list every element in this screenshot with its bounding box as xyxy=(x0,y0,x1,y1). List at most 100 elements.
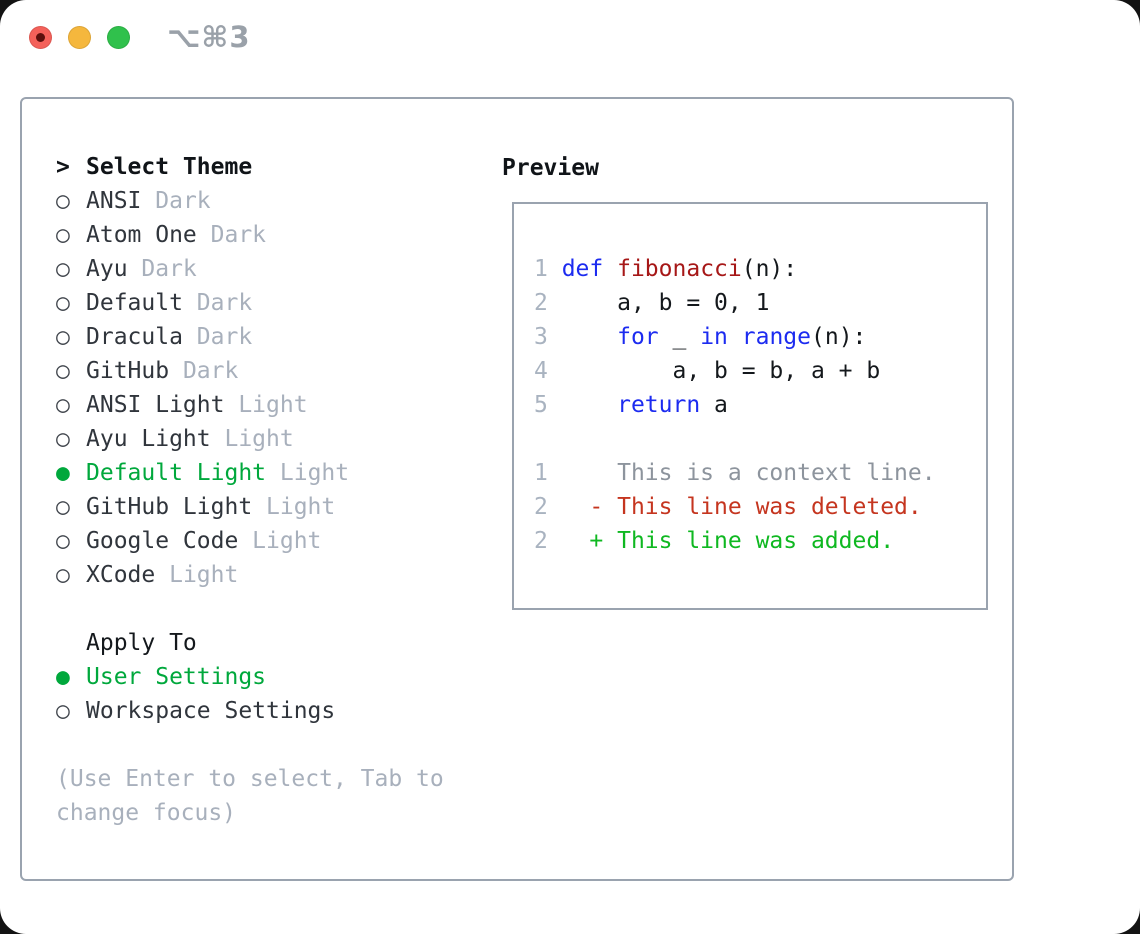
radio-unselected-icon: ○ xyxy=(56,698,70,724)
spacer xyxy=(56,626,86,660)
code-segment-lineno: 1 xyxy=(534,256,562,282)
theme-options: ○ANSI Dark○Atom One Dark○Ayu Dark○Defaul… xyxy=(56,184,462,592)
theme-name: Default xyxy=(86,290,197,316)
theme-variant: Dark xyxy=(196,324,253,350)
apply-to-section: Apply To ● User Settings ○ Workspace Settin… xyxy=(56,626,462,728)
radio-unselected-icon: ○ xyxy=(56,392,70,418)
zoom-button[interactable] xyxy=(107,26,130,49)
theme-option-google-code[interactable]: ○ Google Code Light xyxy=(56,524,462,558)
radio-unselected-icon: ○ xyxy=(56,562,70,588)
theme-option-ansi-light[interactable]: ○ ANSI Light Light xyxy=(56,388,462,422)
code-segment-lineno: 1 xyxy=(534,460,548,486)
radio-unselected-icon: ○ xyxy=(56,358,70,384)
apply-option-workspace-settings[interactable]: ○ Workspace Settings xyxy=(56,694,462,728)
radio-selected-icon: ● xyxy=(56,460,70,486)
code-segment-code xyxy=(603,256,617,282)
preview-line: 3 for _ in range(n): xyxy=(534,320,986,354)
code-segment-code xyxy=(562,324,617,350)
code-segment-code: _ xyxy=(658,324,701,350)
code-segment-lineno: 2 xyxy=(534,494,548,520)
code-segment-function: fibonacci xyxy=(617,256,742,282)
theme-variant: Light xyxy=(252,528,322,554)
theme-name: Atom One xyxy=(86,222,211,248)
code-segment-lineno: 2 xyxy=(534,290,562,316)
code-segment-code xyxy=(562,392,617,418)
radio-unselected-icon: ○ xyxy=(56,494,70,520)
preview-line: 4 a, b = b, a + b xyxy=(534,354,986,388)
theme-name: Dracula xyxy=(86,324,197,350)
radio-unselected-icon: ○ xyxy=(56,290,70,316)
code-segment-code: (n): xyxy=(811,324,867,350)
code-segment-code: a, b = 0, 1 xyxy=(561,290,770,316)
theme-variant: Dark xyxy=(141,256,197,282)
preview-line: 1 This is a context line. xyxy=(534,456,986,490)
preview-line: 5 return a xyxy=(534,388,986,422)
prompt-icon: > xyxy=(56,154,70,180)
theme-variant: Light xyxy=(238,392,308,418)
preview-title: Preview xyxy=(502,155,599,181)
theme-variant: Light xyxy=(169,562,239,588)
code-segment-code: (n): xyxy=(741,256,798,282)
settings-panel: >Select Theme ○ANSI Dark○Atom One Dark○A… xyxy=(20,97,1014,881)
theme-option-github[interactable]: ○ GitHub Dark xyxy=(56,354,462,388)
code-segment-keyword: def xyxy=(561,256,604,282)
theme-list-title-row: >Select Theme xyxy=(56,150,462,184)
code-segment-code xyxy=(548,494,590,520)
theme-name: Ayu xyxy=(86,256,142,282)
theme-variant: Dark xyxy=(210,222,267,248)
theme-name: GitHub xyxy=(86,358,183,384)
theme-name: Google Code xyxy=(86,528,253,554)
theme-variant: Dark xyxy=(155,188,211,214)
code-segment-lineno: 5 xyxy=(534,392,562,418)
theme-list: >Select Theme ○ANSI Dark○Atom One Dark○A… xyxy=(56,150,462,830)
theme-option-default[interactable]: ○Default Dark xyxy=(56,286,462,320)
code-segment-keyword: return xyxy=(617,392,701,418)
apply-to-title-row: Apply To xyxy=(56,626,462,660)
preview-line xyxy=(534,422,986,456)
code-segment-keyword: for xyxy=(617,324,659,350)
preview-line: 2 + This line was added. xyxy=(534,524,986,558)
theme-name: Ayu Light xyxy=(86,426,225,452)
preview-line: 1 def fibonacci(n): xyxy=(534,252,986,286)
code-segment-lineno: 3 xyxy=(534,324,562,350)
theme-variant: Dark xyxy=(182,358,239,384)
theme-name: Default Light xyxy=(86,460,280,486)
preview-line: 2 a, b = 0, 1 xyxy=(534,286,986,320)
radio-unselected-icon: ○ xyxy=(56,528,70,554)
theme-option-default-light[interactable]: ● Default Light Light xyxy=(56,456,462,490)
apply-to-title: Apply To xyxy=(86,630,197,656)
radio-unselected-icon: ○ xyxy=(56,324,70,350)
theme-option-github-light[interactable]: ○ GitHub Light Light xyxy=(56,490,462,524)
theme-name: ANSI Light xyxy=(86,392,239,418)
theme-name: GitHub Light xyxy=(86,494,267,520)
code-segment-added: + This line was added. xyxy=(589,528,895,554)
theme-option-ansi[interactable]: ○ANSI Dark xyxy=(56,184,462,218)
code-segment-keyword: in xyxy=(700,324,728,350)
theme-variant: Light xyxy=(266,494,336,520)
apply-option-label: Workspace Settings xyxy=(86,698,336,724)
radio-selected-icon: ● xyxy=(56,664,70,690)
help-text: (Use Enter to select, Tab to change focu… xyxy=(56,766,444,826)
theme-variant: Light xyxy=(224,426,294,452)
theme-option-ayu-light[interactable]: ○ Ayu Light Light xyxy=(56,422,462,456)
code-segment-lineno: 4 xyxy=(534,358,562,384)
apply-option-user-settings[interactable]: ● User Settings xyxy=(56,660,462,694)
code-segment-lineno: 2 xyxy=(534,528,548,554)
theme-option-atom-one[interactable]: ○ Atom One Dark xyxy=(56,218,462,252)
apply-to-options: ● User Settings ○ Workspace Settings xyxy=(56,660,462,728)
theme-option-ayu[interactable]: ○Ayu Dark xyxy=(56,252,462,286)
code-segment-code xyxy=(548,528,590,554)
code-segment-code xyxy=(728,324,742,350)
theme-variant: Light xyxy=(279,460,350,486)
code-segment-deleted: - This line was deleted. xyxy=(589,494,922,520)
close-button[interactable] xyxy=(29,26,52,49)
radio-unselected-icon: ○ xyxy=(56,222,70,248)
apply-option-label: User Settings xyxy=(86,664,267,690)
keyboard-shortcut-label: ⌥⌘3 xyxy=(167,20,251,54)
theme-option-dracula[interactable]: ○ Dracula Dark xyxy=(56,320,462,354)
minimize-button[interactable] xyxy=(68,26,91,49)
radio-unselected-icon: ○ xyxy=(56,426,70,452)
close-dot-icon xyxy=(36,33,45,42)
theme-option-xcode[interactable]: ○XCode Light xyxy=(56,558,462,592)
